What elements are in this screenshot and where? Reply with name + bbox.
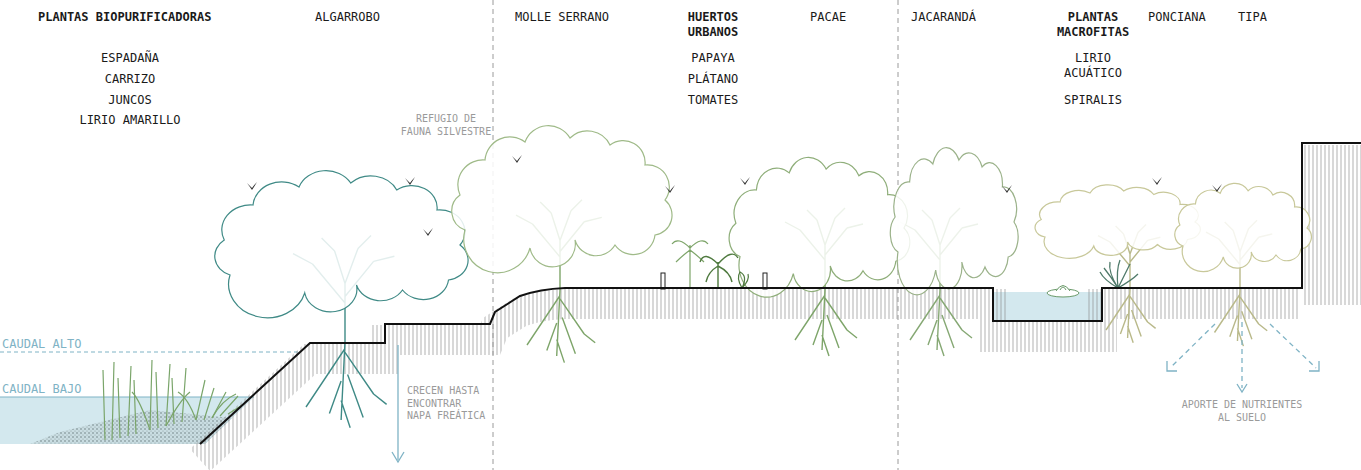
tree-canopy [1035,185,1200,259]
aquatic-plants [1056,286,1070,292]
urban-garden [661,241,767,289]
nutrient-arrow [1241,322,1242,388]
tree-canopy [215,171,468,318]
species-name: PAPAYA [668,51,758,66]
reeds [103,360,244,440]
nutrient-arrowhead [1309,361,1319,371]
water-level-label: CAUDAL BAJO [2,382,81,397]
group-heading: HUERTOS URBANOS [678,10,748,40]
bird [740,177,750,185]
urban-garden [700,254,738,288]
tree-name: TIPA [1238,10,1267,25]
nutrient-arrow [1270,324,1316,368]
species-name: JUNCOS [60,93,200,108]
bird [1002,185,1012,193]
tree-canopy [729,157,910,297]
species-name: LIRIO AMARILLO [60,113,200,128]
species-name: TOMATES [668,93,758,108]
urban-garden [672,241,708,288]
ground-profile [200,143,1361,444]
bird [247,155,1222,236]
pond-water [993,292,1102,321]
soil-hatching [1304,145,1361,305]
urban-garden [763,273,767,289]
water-table-arrow [397,345,398,460]
water-level-label: CAUDAL ALTO [2,337,81,352]
group-heading: PLANTAS BIOPURIFICADORAS [38,10,211,25]
bird [1152,177,1162,185]
species-name: LIRIO ACUÁTICO [1057,51,1129,81]
tree-canopy [452,126,672,273]
tree-name: JACARANDÁ [911,10,976,25]
annotation-note: REFUGIO DE FAUNA SILVESTRE [400,113,492,138]
annotation-note: CRECEN HASTA ENCONTRAR NAPA FREÁTICA [407,385,489,423]
nutrient-arrow [1170,324,1215,368]
aquatic-plants [1047,260,1138,297]
tree-canopy [890,148,1018,295]
bird [665,185,675,193]
river-water [0,397,254,398]
bird [423,228,433,236]
bird [405,177,415,185]
species-name: ESPADAÑA [60,51,200,66]
group-heading: PLANTAS MACROFITAS [1051,10,1135,40]
river-water [0,352,300,353]
tree-name: ALGARROBO [315,10,380,25]
nutrient-arrow [1170,322,1316,388]
tree-name: PONCIANA [1148,10,1206,25]
water-table-arrow [392,452,404,462]
urban-garden [661,273,665,289]
bird [512,155,522,163]
water-table-arrow [392,345,404,462]
tree-name: PACAE [810,10,846,25]
tree-canopy [1175,183,1312,271]
annotation-note: APORTE DE NUTRIENTES AL SUELO [1179,399,1305,424]
species-name: SPIRALIS [1048,93,1138,108]
species-name: CARRIZO [60,72,200,87]
bird [247,182,257,190]
nutrient-arrowhead [1167,361,1319,392]
soil-hatching [200,145,1361,460]
nutrient-arrowhead [1167,361,1177,371]
nutrient-arrowhead [1237,384,1247,392]
species-name: PLÁTANO [668,72,758,87]
reeds [103,360,244,440]
tree-name: MOLLE SERRANO [515,10,609,25]
urban-garden [738,272,748,288]
bird [1212,184,1222,192]
aquatic-plants [1100,260,1138,288]
